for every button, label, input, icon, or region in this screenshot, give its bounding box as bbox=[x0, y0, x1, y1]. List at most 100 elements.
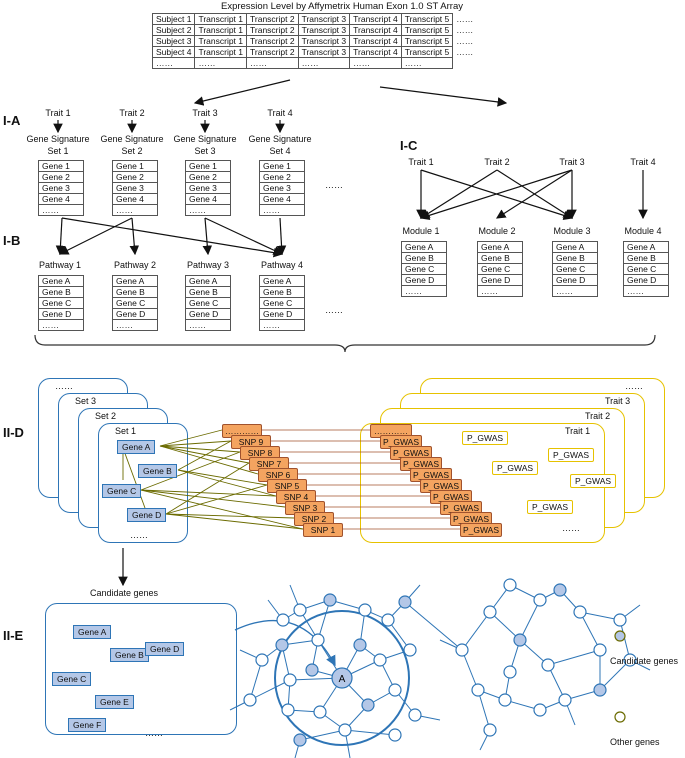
list-item: …… bbox=[189, 205, 206, 215]
other-gene-node bbox=[533, 593, 547, 607]
list-item: Gene 4 bbox=[260, 194, 304, 205]
page-title: Expression Level by Affymetrix Human Exo… bbox=[220, 1, 464, 12]
ia-trait-label: Trait 4 bbox=[267, 108, 293, 118]
candidate-gene-box: Gene E bbox=[95, 695, 134, 709]
section-label-iie: II-E bbox=[3, 628, 24, 643]
candidate-gene-node bbox=[293, 733, 307, 747]
ic-trait-label: Trait 3 bbox=[559, 157, 585, 167]
list-item: Gene D bbox=[113, 309, 157, 320]
gene-set-label: Set 2 bbox=[95, 411, 117, 421]
other-gene-node bbox=[558, 693, 572, 707]
other-gene-node bbox=[358, 603, 372, 617]
trait-label: Trait 1 bbox=[565, 426, 591, 436]
candidate-gene-box: Gene F bbox=[68, 718, 107, 732]
candidate-gene-node bbox=[398, 595, 412, 609]
other-gene-node bbox=[373, 653, 387, 667]
pgwas-label: P_GWAS bbox=[492, 461, 539, 475]
candidate-gene-box: Gene D bbox=[145, 642, 185, 656]
legend-candidate-label: Candidate genes bbox=[610, 656, 679, 666]
list-item: Gene A bbox=[186, 276, 230, 287]
list-item: Gene B bbox=[624, 253, 668, 264]
list-item: Gene A bbox=[260, 276, 304, 287]
legend-candidate-icon bbox=[614, 630, 626, 642]
gene-snp-link bbox=[165, 513, 304, 530]
candidate-gene-node bbox=[353, 638, 367, 652]
ia-signature-label: Gene Signature bbox=[100, 134, 164, 144]
list-item: Gene C bbox=[624, 264, 668, 275]
candidate-to-network-arrow bbox=[234, 619, 336, 667]
ia-trait-label: Trait 3 bbox=[192, 108, 218, 118]
arrow-set-to-pathway bbox=[202, 217, 213, 256]
gene-snp-link bbox=[165, 462, 250, 515]
network-edge bbox=[579, 611, 601, 651]
pathway-label: Pathway 3 bbox=[186, 260, 230, 270]
gene-snp-link bbox=[177, 469, 277, 497]
ia-set-label: Set 4 bbox=[269, 146, 291, 156]
list-item: Gene A bbox=[553, 242, 597, 253]
list-item: …… bbox=[556, 286, 573, 296]
trait-more: …… bbox=[562, 523, 580, 533]
candidate-more: …… bbox=[145, 728, 163, 738]
module-label: Module 4 bbox=[624, 226, 662, 236]
snp-box: SNP 3 bbox=[285, 501, 325, 515]
list-item: Gene 2 bbox=[39, 172, 83, 183]
arrow-to-ic bbox=[379, 86, 508, 107]
network-edge bbox=[461, 611, 491, 651]
list-item: Gene C bbox=[186, 298, 230, 309]
list-item: Gene C bbox=[39, 298, 83, 309]
ia-signature-label: Gene Signature bbox=[248, 134, 312, 144]
list-item: Gene A bbox=[113, 276, 157, 287]
table-cell: …… bbox=[246, 57, 299, 69]
other-gene-node bbox=[255, 653, 269, 667]
gene-link bbox=[122, 447, 146, 509]
gene-snp-link bbox=[165, 513, 295, 519]
list-item: Gene C bbox=[402, 264, 446, 275]
list-item: Gene 4 bbox=[186, 194, 230, 205]
snp-box: SNP 1 bbox=[303, 523, 343, 537]
network-edge bbox=[547, 649, 601, 666]
ia-more: …… bbox=[325, 180, 343, 190]
table-cell: …… bbox=[452, 24, 514, 36]
candidate-gene-node bbox=[275, 638, 289, 652]
list-item: Gene D bbox=[478, 275, 522, 286]
other-gene-node bbox=[311, 633, 325, 647]
list-item: …… bbox=[189, 320, 206, 330]
candidate-gene-box: Gene A bbox=[73, 625, 112, 639]
ia-set-label: Set 2 bbox=[121, 146, 143, 156]
arrow-set-to-pathway bbox=[204, 217, 284, 255]
list-item: Gene 3 bbox=[186, 183, 230, 194]
list-item: …… bbox=[263, 320, 280, 330]
network-edge bbox=[489, 611, 521, 641]
pathway-label: Pathway 4 bbox=[260, 260, 304, 270]
arrow-trait-to-module bbox=[419, 169, 573, 221]
gene-box: Gene A bbox=[117, 440, 156, 454]
list-item: Gene B bbox=[553, 253, 597, 264]
node-a-label: A bbox=[339, 674, 346, 685]
candidate-gene-node bbox=[553, 583, 567, 597]
other-gene-node bbox=[283, 673, 297, 687]
arrow-to-ia bbox=[193, 79, 291, 106]
table-cell: …… bbox=[452, 13, 514, 25]
gene-snp-link bbox=[159, 440, 232, 447]
list-item: …… bbox=[42, 320, 59, 330]
arrow-set-to-pathway bbox=[276, 217, 287, 256]
list-item: Gene D bbox=[624, 275, 668, 286]
list-item: …… bbox=[627, 286, 644, 296]
ia-signature-label: Gene Signature bbox=[173, 134, 237, 144]
list-item: Gene 1 bbox=[39, 161, 83, 172]
ia-signature-label: Gene Signature bbox=[26, 134, 90, 144]
list-item: Gene D bbox=[402, 275, 446, 286]
pgwas-label: P_GWAS bbox=[570, 474, 617, 488]
ia-trait-label: Trait 2 bbox=[119, 108, 145, 118]
other-gene-node bbox=[293, 603, 307, 617]
candidate-gene-node bbox=[361, 698, 375, 712]
gene-snp-link bbox=[159, 429, 223, 447]
other-gene-node bbox=[541, 658, 555, 672]
candidate-gene-box: Gene B bbox=[110, 648, 149, 662]
network-edge bbox=[619, 619, 631, 661]
other-gene-node bbox=[388, 683, 402, 697]
